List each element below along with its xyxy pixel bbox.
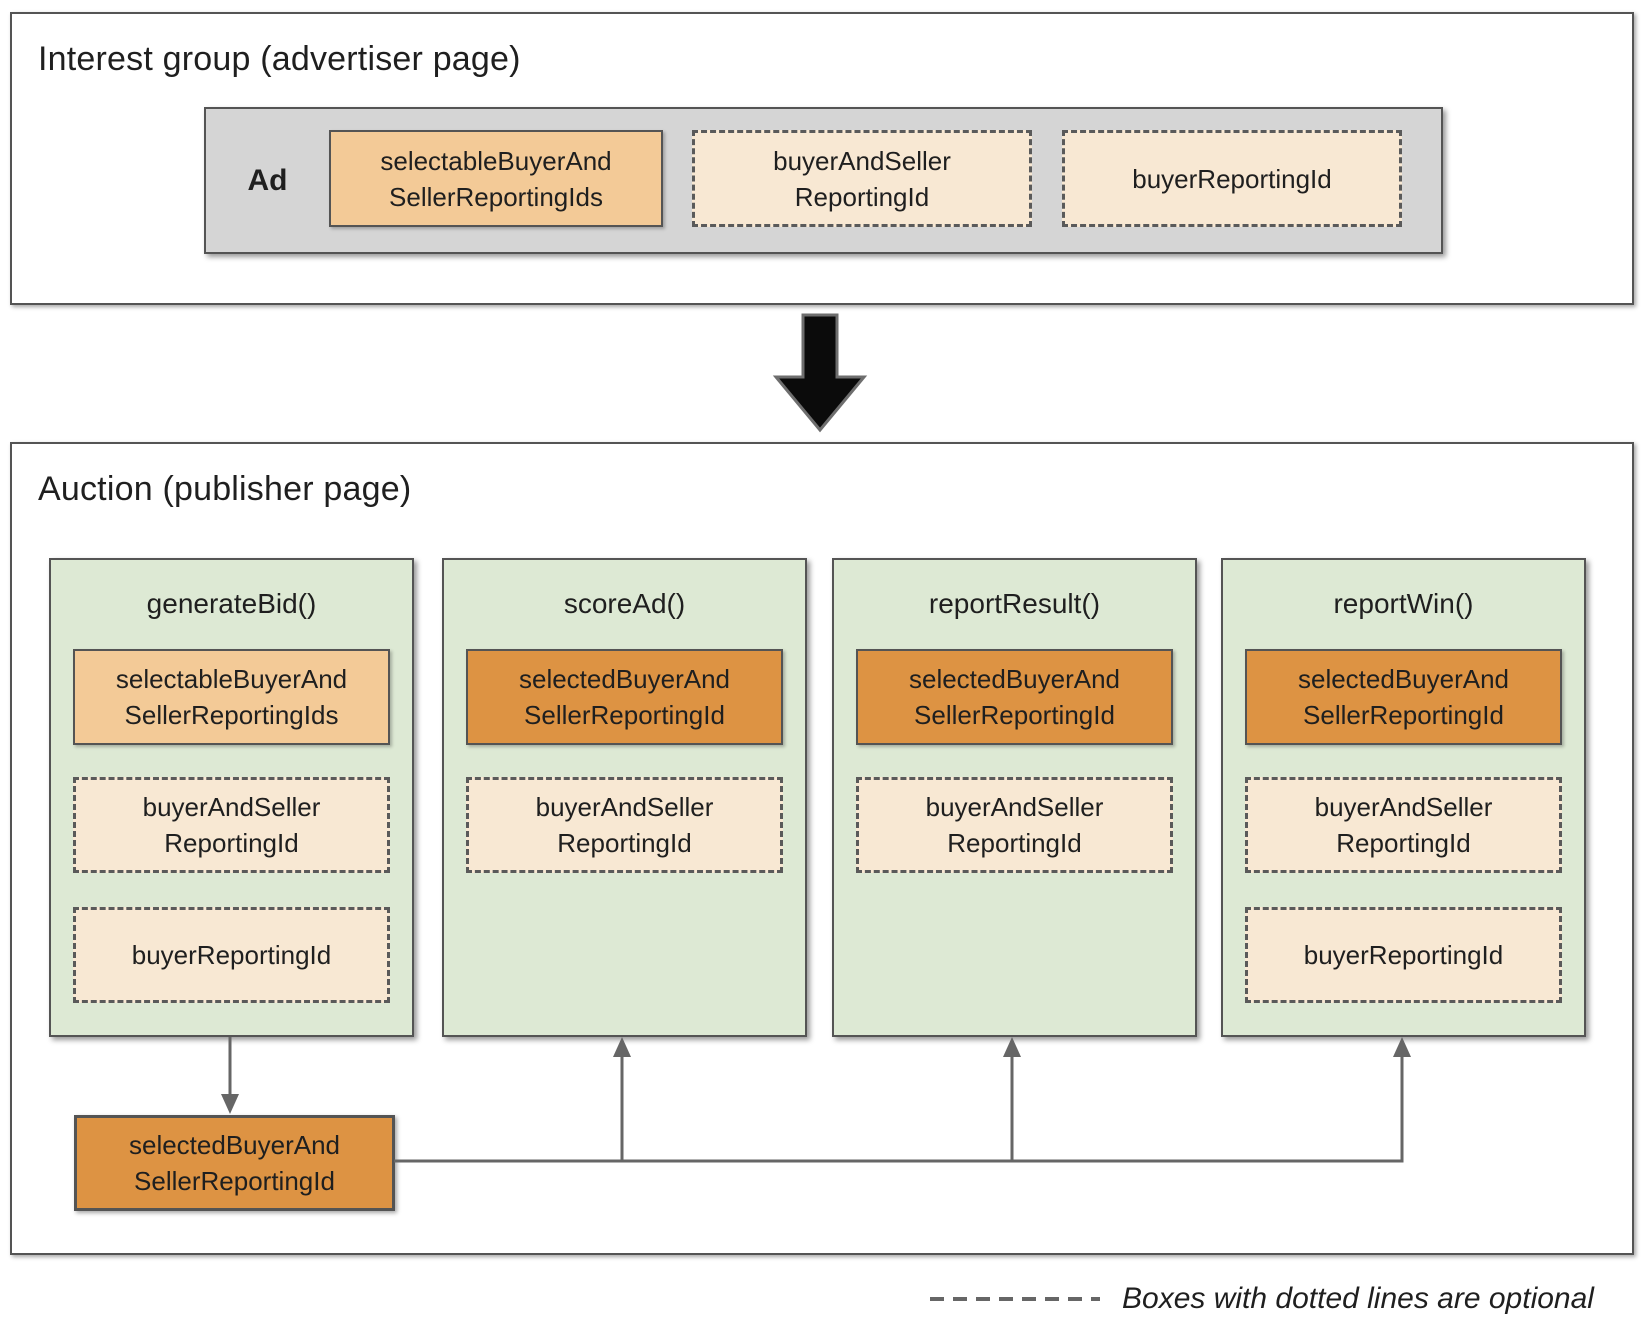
box-buyer-and-seller-reporting-id: buyerAndSeller ReportingId (73, 777, 390, 873)
ad-label: Ad (247, 163, 288, 197)
column-report-win: reportWin() selectedBuyerAnd SellerRepor… (1221, 558, 1586, 1037)
box-selected-buyer-and-seller-reporting-id: selectedBuyerAnd SellerReportingId (856, 649, 1173, 745)
box-buyer-and-seller-reporting-id: buyerAndSeller ReportingId (1245, 777, 1562, 873)
column-generate-bid: generateBid() selectableBuyerAnd SellerR… (49, 558, 414, 1037)
box-buyer-reporting-id: buyerReportingId (1062, 130, 1402, 227)
function-title: reportWin() (1333, 588, 1474, 619)
box-label-line: selectedBuyerAnd (908, 664, 1121, 694)
box-selected-output: selectedBuyerAnd SellerReportingId (74, 1115, 395, 1211)
box-buyer-reporting-id: buyerReportingId (1245, 907, 1562, 1003)
box-label-line: buyerAndSeller (142, 792, 321, 822)
box-label-line: SellerReportingId (1303, 700, 1504, 730)
box-label-line: selectableBuyerAnd (380, 145, 612, 176)
box-label-line: ReportingId (1336, 828, 1471, 858)
interest-group-panel: Interest group (advertiser page) Ad sele… (10, 12, 1634, 305)
box-label-line: buyerAndSeller (925, 792, 1104, 822)
column-score-ad: scoreAd() selectedBuyerAnd SellerReporti… (442, 558, 807, 1037)
box-selected-buyer-and-seller-reporting-id: selectedBuyerAnd SellerReportingId (1245, 649, 1562, 745)
function-title: generateBid() (146, 588, 317, 619)
box-label-line: SellerReportingId (914, 700, 1115, 730)
box-label-line: buyerReportingId (1303, 940, 1504, 970)
box-selectable-buyer-and-seller-reporting-ids: selectableBuyerAnd SellerReportingIds (73, 649, 390, 745)
box-label-line: buyerAndSeller (1314, 792, 1493, 822)
box-buyer-and-seller-reporting-id: buyerAndSeller ReportingId (692, 130, 1032, 227)
box-buyer-and-seller-reporting-id: buyerAndSeller ReportingId (856, 777, 1173, 873)
box-label-line: ReportingId (164, 828, 299, 858)
column-report-result: reportResult() selectedBuyerAnd SellerRe… (832, 558, 1197, 1037)
box-label-line: buyerAndSeller (535, 792, 714, 822)
box-buyer-and-seller-reporting-id: buyerAndSeller ReportingId (466, 777, 783, 873)
box-label-line: selectableBuyerAnd (115, 664, 348, 694)
box-label-line: ReportingId (947, 828, 1082, 858)
function-title: scoreAd() (563, 588, 686, 619)
box-label-line: SellerReportingIds (124, 700, 339, 730)
box-label-line: buyerReportingId (131, 940, 332, 970)
box-label-line: buyerReportingId (1132, 163, 1332, 194)
flow-down-arrow-icon (772, 313, 868, 433)
box-buyer-reporting-id: buyerReportingId (73, 907, 390, 1003)
box-label-line: selectedBuyerAnd (1297, 664, 1510, 694)
box-label-line: ReportingId (794, 181, 930, 212)
box-label-line: SellerReportingId (524, 700, 725, 730)
box-label-line: buyerAndSeller (773, 145, 951, 176)
box-selected-buyer-and-seller-reporting-id: selectedBuyerAnd SellerReportingId (466, 649, 783, 745)
auction-panel: Auction (publisher page) generateBid() s… (10, 442, 1634, 1255)
box-label-line: SellerReportingId (134, 1166, 335, 1196)
box-label-line: SellerReportingIds (389, 181, 603, 212)
box-label-line: ReportingId (557, 828, 692, 858)
function-title: reportResult() (928, 588, 1101, 619)
legend-text: Boxes with dotted lines are optional (1122, 1282, 1594, 1315)
interest-group-title: Interest group (advertiser page) (38, 40, 521, 78)
auction-title: Auction (publisher page) (38, 470, 412, 508)
box-selectable-buyer-and-seller-reporting-ids: selectableBuyerAnd SellerReportingIds (329, 130, 663, 227)
box-label-line: selectedBuyerAnd (128, 1130, 341, 1160)
box-label-line: selectedBuyerAnd (518, 664, 731, 694)
ad-container: Ad selectableBuyerAnd SellerReportingIds… (204, 107, 1443, 254)
